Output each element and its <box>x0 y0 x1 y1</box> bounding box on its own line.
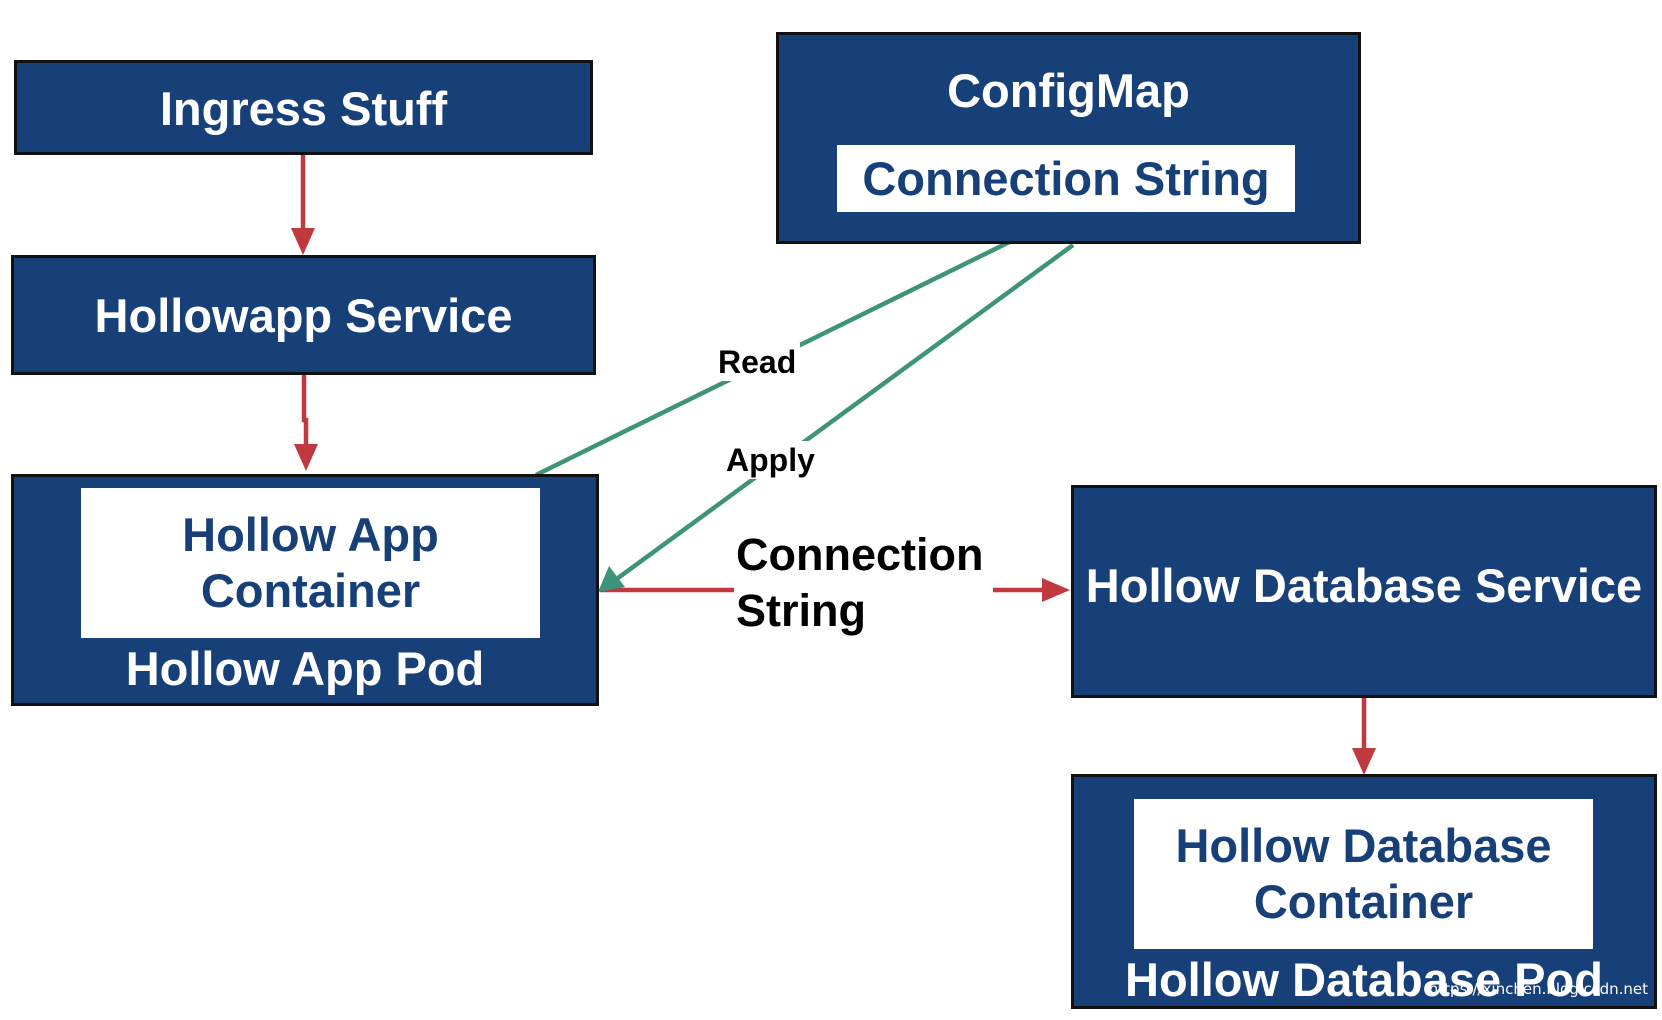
configmap-connection-string: Connection String <box>837 145 1295 212</box>
configmap-title: ConfigMap <box>947 64 1190 117</box>
configmap-node: ConfigMap Connection String <box>776 32 1361 244</box>
hollow-app-pod-node: Hollow App Container Hollow App Pod <box>11 474 599 706</box>
hollow-app-container: Hollow App Container <box>81 488 540 638</box>
connection-label-line2: String <box>736 585 866 636</box>
arrow-service-to-app-pod <box>301 375 309 446</box>
connection-string-label: Connection String <box>734 527 986 639</box>
hollow-db-service-node: Hollow Database Service <box>1071 485 1657 698</box>
hollow-db-service-title: Hollow Database Service <box>1085 559 1643 612</box>
watermark: https://xinchen.blog.csdn.net <box>1428 980 1648 998</box>
apply-label: Apply <box>722 441 819 479</box>
hollowapp-service-title: Hollowapp Service <box>94 289 513 342</box>
hollowapp-service-node: Hollowapp Service <box>11 255 596 375</box>
hollow-app-pod-title: Hollow App Pod <box>125 642 485 695</box>
app-container-line2: Container <box>200 564 421 617</box>
read-label: Read <box>714 343 801 381</box>
db-container-line1: Hollow Database <box>1175 819 1552 872</box>
ingress-node: Ingress Stuff <box>14 60 593 155</box>
hollow-db-pod-node: Hollow Database Container Hollow Databas… <box>1071 774 1657 1009</box>
hollow-db-container: Hollow Database Container <box>1134 799 1593 949</box>
arrow-apply <box>616 243 1075 580</box>
configmap-inner-label: Connection String <box>862 151 1270 205</box>
db-container-line2: Container <box>1253 875 1474 928</box>
ingress-title: Ingress Stuff <box>159 82 448 135</box>
hollow-db-pod-title: Hollow Database Pod <box>1125 953 1603 1006</box>
connection-label-line1: Connection <box>736 529 984 580</box>
app-container-line1: Hollow App <box>182 508 439 561</box>
